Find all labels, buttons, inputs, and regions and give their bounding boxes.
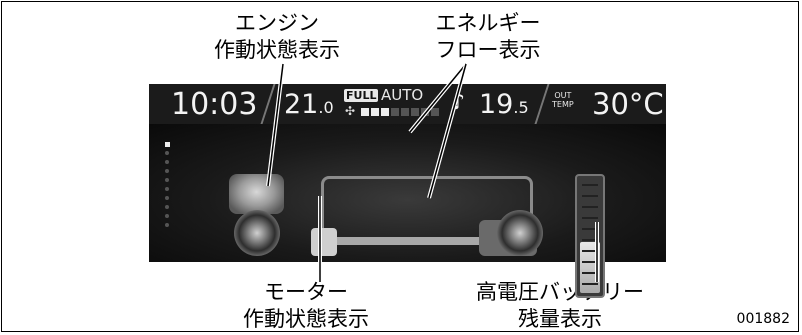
- motor-status-label: モーター 作動状態表示: [236, 279, 376, 333]
- front-wheel: [234, 210, 280, 256]
- battery-tick: [582, 272, 598, 274]
- fan-speed-segment: [361, 108, 369, 116]
- level-dot: [165, 205, 169, 209]
- level-dot: [165, 160, 169, 164]
- motor-graphic: [311, 228, 337, 256]
- battery-tick: [582, 239, 598, 241]
- engine-label-line1: エンジン: [235, 11, 319, 35]
- driver-temp: 21.0: [284, 89, 334, 120]
- motor-label-line1: モーター: [264, 280, 348, 304]
- image-code: 001882: [736, 311, 790, 327]
- level-dot: [165, 223, 169, 227]
- temp-label: TEMP: [552, 100, 574, 109]
- fan-full-badge: FULL: [344, 89, 379, 102]
- motor-label-line2: 作動状態表示: [243, 307, 369, 331]
- energy-flow-line: [321, 176, 533, 233]
- fan-speed-segment: [381, 108, 389, 116]
- battery-tick: [582, 195, 598, 197]
- level-dot: [165, 214, 169, 218]
- outside-temp: 30°C: [592, 87, 664, 121]
- passenger-temp-dec: .5: [513, 98, 529, 117]
- level-dot: [165, 169, 169, 173]
- energy-leader-b: [428, 63, 467, 199]
- battery-tick: [582, 228, 598, 230]
- drive-shaft: [337, 237, 492, 245]
- driver-temp-int: 21: [284, 89, 319, 120]
- battery-tick: [582, 217, 598, 219]
- energy-flow-screen: [149, 124, 666, 298]
- battery-tick: [582, 206, 598, 208]
- fan-speed-segment: [411, 108, 419, 116]
- driver-temp-dec: .0: [318, 98, 334, 117]
- level-dot: [165, 196, 169, 200]
- battery-gauge: [575, 174, 605, 298]
- battery-label-line2: 残量表示: [518, 307, 602, 331]
- fan-auto-mode: AUTO: [381, 86, 424, 104]
- fan-speed-segment: [371, 108, 379, 116]
- energy-label-line1: エネルギー: [435, 11, 541, 35]
- energy-label-line2: フロー表示: [435, 38, 541, 62]
- fan-speed-segment: [391, 108, 399, 116]
- passenger-temp: 19.5: [479, 89, 529, 120]
- out-label: OUT: [554, 91, 572, 100]
- engine-label-line2: 作動状態表示: [214, 38, 340, 62]
- climate-status-bar: 10:03 21.0 FULL AUTO ✣ ♪ 19.5 OUT TEMP 3…: [149, 84, 666, 124]
- engine-graphic: [229, 174, 284, 214]
- passenger-temp-int: 19: [479, 89, 514, 120]
- battery-tick: [582, 283, 598, 285]
- level-dot: [165, 187, 169, 191]
- engine-leader: [267, 63, 284, 187]
- battery-label-line1: 高電圧バッテリー: [476, 280, 644, 304]
- outside-temp-label: OUT TEMP: [552, 91, 574, 109]
- engine-status-label: エンジン 作動状態表示: [207, 10, 347, 64]
- fan-speed-segment: [431, 108, 439, 116]
- clock: 10:03: [171, 87, 258, 122]
- fan-speed-segment: [401, 108, 409, 116]
- battery-tick: [582, 250, 598, 252]
- battery-tick: [582, 184, 598, 186]
- level-dot: [165, 151, 169, 155]
- energy-leader-a: [409, 63, 467, 133]
- energy-flow-label: エネルギー フロー表示: [423, 10, 553, 64]
- rear-wheel: [497, 210, 543, 256]
- battery-tick: [582, 261, 598, 263]
- level-dot: [165, 142, 170, 147]
- fan-icon: ✣: [345, 104, 356, 118]
- level-dot: [165, 178, 169, 182]
- battery-level-label: 高電圧バッテリー 残量表示: [465, 279, 655, 333]
- multi-function-display: 10:03 21.0 FULL AUTO ✣ ♪ 19.5 OUT TEMP 3…: [149, 84, 666, 298]
